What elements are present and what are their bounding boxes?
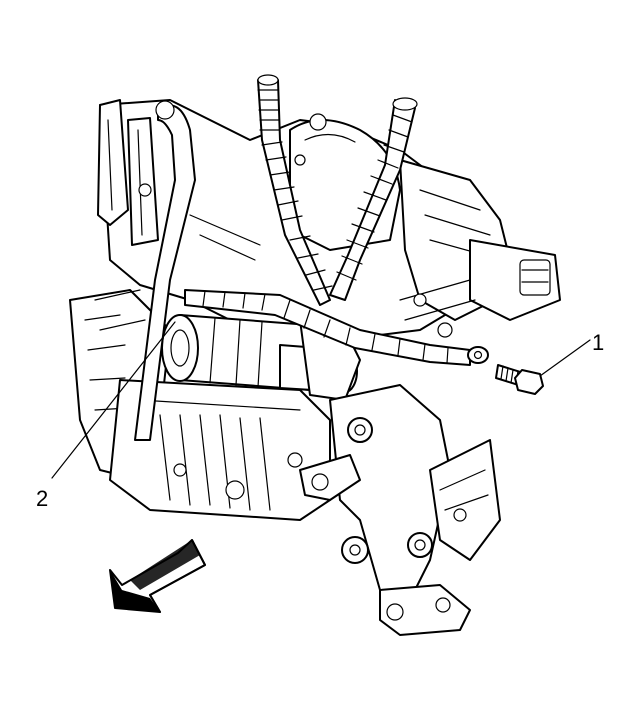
callout-1-label: 1 [592,330,604,355]
engine-detail-lines [94,154,476,338]
oil-level-tube [134,100,196,441]
front-direction-arrow-icon [109,539,206,613]
callout-2: 2 [36,321,176,511]
engine-mount-bracket [299,384,501,636]
oil-pan [109,379,331,521]
callout-1: 1 [539,330,604,377]
starter-bolt [495,364,544,395]
starter-motor [161,314,361,401]
wiring-harness [184,74,489,366]
callout-2-label: 2 [36,486,48,511]
